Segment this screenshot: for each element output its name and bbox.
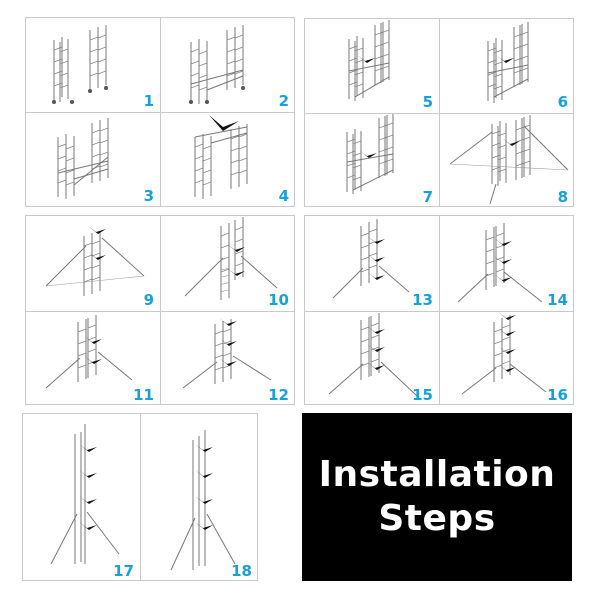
divider bbox=[26, 311, 294, 312]
steps-group-9-12: 9 10 11 12 bbox=[25, 215, 295, 405]
step-number: 12 bbox=[268, 386, 289, 404]
divider bbox=[160, 216, 161, 404]
title-line-1: Installation bbox=[318, 454, 556, 495]
step-number: 4 bbox=[278, 187, 289, 205]
scaffold-illustration bbox=[449, 114, 569, 205]
scaffold-illustration bbox=[194, 115, 248, 200]
step-17: 17 bbox=[23, 414, 140, 582]
scaffold-illustration bbox=[184, 216, 278, 301]
scaffold-illustration bbox=[45, 314, 133, 389]
step-11: 11 bbox=[26, 312, 160, 406]
step-9: 9 bbox=[26, 216, 160, 311]
step-3: 3 bbox=[26, 113, 160, 207]
scaffold-illustration bbox=[189, 24, 245, 105]
steps-group-5-8: 5 6 7 8 bbox=[304, 18, 574, 207]
scaffold-illustration bbox=[346, 114, 394, 195]
scaffold-illustration bbox=[57, 117, 109, 200]
steps-group-13-16: 13 14 15 16 bbox=[304, 215, 574, 405]
scaffold-illustration bbox=[170, 430, 236, 571]
step-number: 17 bbox=[113, 562, 134, 580]
step-18: 18 bbox=[141, 414, 258, 582]
divider bbox=[439, 19, 440, 206]
steps-group-17-18: 17 18 bbox=[22, 413, 258, 581]
step-1: 1 bbox=[26, 18, 160, 112]
step-number: 5 bbox=[422, 93, 433, 111]
scaffold-illustration bbox=[332, 218, 410, 299]
divider bbox=[26, 112, 294, 113]
divider bbox=[439, 216, 440, 404]
step-8: 8 bbox=[440, 114, 574, 208]
step-10: 10 bbox=[161, 216, 295, 311]
scaffold-illustration bbox=[182, 318, 272, 389]
step-number: 16 bbox=[547, 386, 568, 404]
divider bbox=[140, 414, 141, 580]
step-number: 8 bbox=[557, 188, 568, 206]
step-number: 9 bbox=[143, 291, 154, 309]
step-number: 3 bbox=[143, 187, 154, 205]
step-12: 12 bbox=[161, 312, 295, 406]
installation-steps-title: Installation Steps bbox=[302, 413, 572, 581]
scaffold-illustration bbox=[461, 312, 547, 395]
step-number: 7 bbox=[422, 188, 433, 206]
step-number: 2 bbox=[278, 92, 289, 110]
scaffold-illustration bbox=[328, 312, 418, 397]
title-line-2: Steps bbox=[378, 498, 496, 539]
scaffold-illustration bbox=[52, 24, 108, 104]
step-15: 15 bbox=[305, 312, 439, 406]
scaffold-illustration bbox=[457, 222, 543, 303]
step-number: 6 bbox=[557, 93, 568, 111]
step-16: 16 bbox=[440, 312, 574, 406]
step-6: 6 bbox=[440, 19, 574, 113]
step-number: 15 bbox=[412, 386, 433, 404]
step-number: 11 bbox=[133, 386, 154, 404]
steps-group-1-4: 1 2 3 4 bbox=[25, 17, 295, 207]
scaffold-illustration bbox=[50, 424, 120, 565]
step-5: 5 bbox=[305, 19, 439, 113]
step-2: 2 bbox=[161, 18, 295, 112]
step-number: 14 bbox=[547, 291, 568, 309]
scaffold-illustration bbox=[348, 19, 390, 102]
step-number: 1 bbox=[143, 92, 154, 110]
step-14: 14 bbox=[440, 216, 574, 311]
divider bbox=[305, 311, 573, 312]
step-number: 13 bbox=[412, 291, 433, 309]
step-13: 13 bbox=[305, 216, 439, 311]
step-7: 7 bbox=[305, 114, 439, 208]
step-4: 4 bbox=[161, 113, 295, 207]
step-number: 18 bbox=[231, 562, 252, 580]
scaffold-illustration bbox=[45, 226, 145, 297]
scaffold-illustration bbox=[487, 21, 529, 104]
step-number: 10 bbox=[268, 291, 289, 309]
divider bbox=[305, 113, 573, 114]
